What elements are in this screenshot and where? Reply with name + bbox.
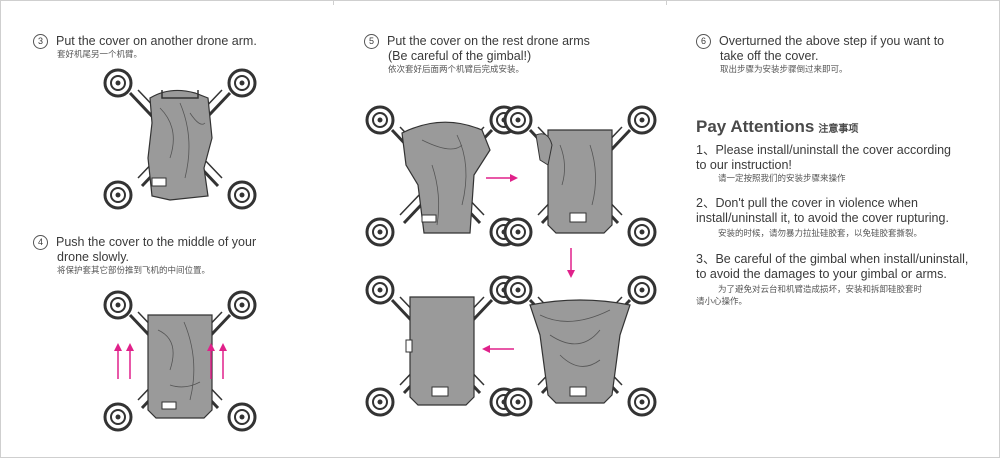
fold-mark (666, 0, 667, 5)
step-number: 5 (364, 34, 379, 49)
step-number: 6 (696, 34, 711, 49)
sequence-arrow-left (482, 345, 514, 353)
step-6-text-1: Overturned the above step if you want to (719, 34, 945, 48)
attention-item-3-text-2: to avoid the damages to your gimbal or a… (696, 267, 947, 281)
step-6-text-2: take off the cover. (720, 49, 819, 63)
step-5-text-2: (Be careful of the gimbal!) (388, 49, 532, 63)
sequence-arrow-down (567, 248, 575, 278)
push-arrows-right (207, 343, 227, 379)
drone-illustration-step5a (362, 105, 522, 247)
attention-item-1-cn: 请一定按照我们的安装步骤来操作 (718, 174, 846, 184)
drone-illustration-step4 (100, 290, 260, 432)
step-number: 3 (33, 34, 48, 49)
attention-item-3-text-1: 3、Be careful of the gimbal when install/… (696, 252, 969, 266)
step-6: 6 Overturned the above step if you want t… (696, 34, 944, 76)
fold-mark (333, 0, 334, 5)
step-number: 4 (33, 235, 48, 250)
step-4: 4 Push the cover to the middle of your dr… (33, 235, 256, 277)
attention-item-1-text-1: 1、Please install/uninstall the cover acc… (696, 143, 951, 157)
attention-item-2-text-1: 2、Don't pull the cover in violence when (696, 196, 918, 210)
attention-item-1-text-2: to our instruction! (696, 158, 792, 172)
drone-illustration-step5b (500, 105, 660, 247)
step-4-text-2: drone slowly. (57, 250, 130, 264)
attentions-title-cn: 注意事项 (818, 124, 859, 135)
attention-item-2: 2、Don't pull the cover in violence when … (696, 196, 986, 240)
drone-illustration-step5d (362, 275, 522, 417)
attentions-title: Pay Attentions (696, 117, 815, 136)
sequence-arrow-right (486, 174, 518, 182)
attention-item-2-text-2: install/uninstall it, to avoid the cover… (696, 211, 949, 225)
attention-item-2-cn: 安装的时候，请勿暴力拉扯硅胶套，以免硅胶套撕裂。 (718, 229, 923, 239)
attention-item-3: 3、Be careful of the gimbal when install/… (696, 252, 986, 308)
step-4-text-1: Push the cover to the middle of your (56, 235, 257, 249)
step-4-cn: 将保护套其它部份推到飞机的中间位置。 (57, 266, 211, 276)
drone-illustration-step3 (100, 68, 260, 210)
push-arrows-left (114, 343, 134, 379)
attention-item-3-cn-1: 为了避免对云台和机臂造成损坏，安装和拆卸硅胶套时 (718, 285, 923, 295)
step-3-text: Put the cover on another drone arm. (56, 34, 257, 48)
attention-item-1: 1、Please install/uninstall the cover acc… (696, 143, 986, 185)
drone-illustration-step5c (500, 275, 660, 417)
step-5-text-1: Put the cover on the rest drone arms (387, 34, 590, 48)
attention-item-3-cn-2: 请小心操作。 (696, 297, 748, 307)
step-3-cn: 套好机尾另一个机臂。 (57, 50, 143, 60)
step-5: 5 Put the cover on the rest drone arms (B… (364, 34, 590, 76)
step-3: 3 Put the cover on another drone arm. 套好机… (33, 34, 257, 61)
step-5-cn: 依次套好后面两个机臂后完成安装。 (388, 65, 525, 75)
step-6-cn: 取出步骤为安装步骤倒过来即可。 (720, 65, 848, 75)
